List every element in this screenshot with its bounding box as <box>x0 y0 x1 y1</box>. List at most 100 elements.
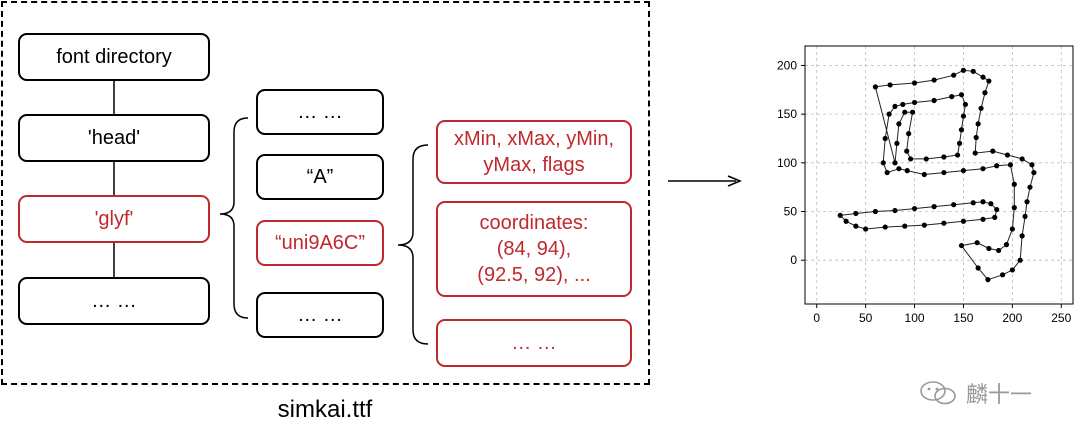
brace-right <box>397 144 429 345</box>
outline-point <box>956 140 963 146</box>
outline-point <box>904 148 910 154</box>
outline-point <box>941 220 947 226</box>
outline-point <box>954 152 961 158</box>
coordinates-box: coordinates: (84, 94), (92.5, 92), ... <box>436 201 632 297</box>
outline-point <box>960 218 967 224</box>
outline-point <box>896 166 902 172</box>
outline-point <box>921 171 927 178</box>
y-tick-label: 100 <box>777 156 797 170</box>
bbox-flags-box: xMin, xMax, yMin, yMax, flags <box>436 120 632 184</box>
outline-point <box>911 99 918 106</box>
y-tick-label: 0 <box>790 253 797 267</box>
outline-point <box>958 242 965 249</box>
outline-point <box>958 127 965 133</box>
outline-point <box>1011 205 1017 211</box>
outline-point <box>986 78 992 84</box>
outline-point <box>999 272 1006 278</box>
outline-point <box>1029 162 1035 168</box>
outline-point <box>906 131 912 137</box>
outline-point <box>1007 162 1014 168</box>
outline-point <box>1009 267 1015 273</box>
outline-point <box>886 111 892 117</box>
glyph-uni9a6c-box: “uni9A6C” <box>256 220 384 266</box>
outline-point <box>970 200 976 206</box>
connector-layer <box>113 80 742 345</box>
glyph-a-box: “A” <box>256 154 384 200</box>
outline-point <box>982 90 988 96</box>
outline-point <box>1003 242 1010 248</box>
outline-point <box>972 150 978 156</box>
outline-point <box>978 105 984 111</box>
file-name-label: simkai.ttf <box>277 396 373 423</box>
outline-point <box>1011 181 1017 187</box>
y-tick-label: 150 <box>777 107 797 121</box>
outline-point <box>931 204 937 210</box>
outline-point <box>951 72 957 78</box>
outline-point <box>980 199 986 205</box>
y-tick-label: 200 <box>777 58 797 72</box>
outline-point <box>1017 257 1023 263</box>
outline-point <box>1019 156 1025 162</box>
outline-point <box>894 140 900 146</box>
outline-point <box>980 74 986 80</box>
outline-point <box>921 222 927 228</box>
outline-point <box>884 169 890 176</box>
outline-point <box>931 77 937 83</box>
outline-point <box>892 103 898 109</box>
outline-point <box>958 92 965 98</box>
more-tables-box: … … <box>18 277 210 325</box>
x-tick-label: 200 <box>1002 311 1022 325</box>
x-tick-label: 50 <box>859 311 873 325</box>
outline-point <box>1009 226 1015 232</box>
outline-point <box>1031 169 1037 176</box>
y-tick-label: 50 <box>784 205 798 219</box>
glyph-more-top-box: … … <box>256 89 384 135</box>
outline-point <box>973 134 979 141</box>
outline-point <box>892 207 898 214</box>
outline-point <box>880 160 886 166</box>
outline-point <box>904 168 910 174</box>
plot-area <box>805 46 1073 304</box>
outline-point <box>974 240 980 246</box>
outline-point <box>975 121 981 127</box>
outline-point <box>896 121 902 127</box>
outline-point <box>902 223 908 229</box>
outline-point <box>931 97 937 104</box>
outline-point <box>911 80 918 86</box>
outline-point <box>863 226 869 232</box>
x-tick-label: 100 <box>905 311 925 325</box>
arrow-head <box>727 175 742 187</box>
x-tick-label: 0 <box>813 311 820 325</box>
outline-point <box>941 169 947 176</box>
outline-point <box>902 109 908 115</box>
outline-point <box>923 156 929 162</box>
outline-point <box>1027 184 1033 190</box>
outline-point <box>986 245 992 252</box>
outline-point <box>853 223 859 229</box>
outline-point <box>985 277 991 283</box>
outline-point <box>1019 233 1025 239</box>
outline-point <box>962 101 969 108</box>
outline-point <box>908 156 914 162</box>
outline-point <box>990 148 996 154</box>
outline-point <box>970 68 976 74</box>
wechat-icon <box>920 381 956 405</box>
glyph-more-bottom-box: … … <box>256 292 384 338</box>
outline-point <box>872 208 879 215</box>
outline-point <box>975 265 981 271</box>
outline-point <box>1022 213 1028 219</box>
outline-point <box>892 160 898 166</box>
outline-point <box>900 101 906 108</box>
outline-point <box>911 205 918 212</box>
outline-point <box>994 163 1000 169</box>
glyph-data-more-box: … … <box>436 319 632 367</box>
plot-frame <box>804 45 1074 305</box>
outline-point <box>887 82 893 88</box>
watermark-text: 麟十一 <box>966 383 1033 408</box>
outline-point <box>909 109 916 115</box>
outline-point <box>994 206 1000 213</box>
outline-point <box>872 84 879 90</box>
outline-point <box>960 113 967 119</box>
outline-contour <box>874 69 1035 281</box>
outline-point <box>949 94 955 100</box>
